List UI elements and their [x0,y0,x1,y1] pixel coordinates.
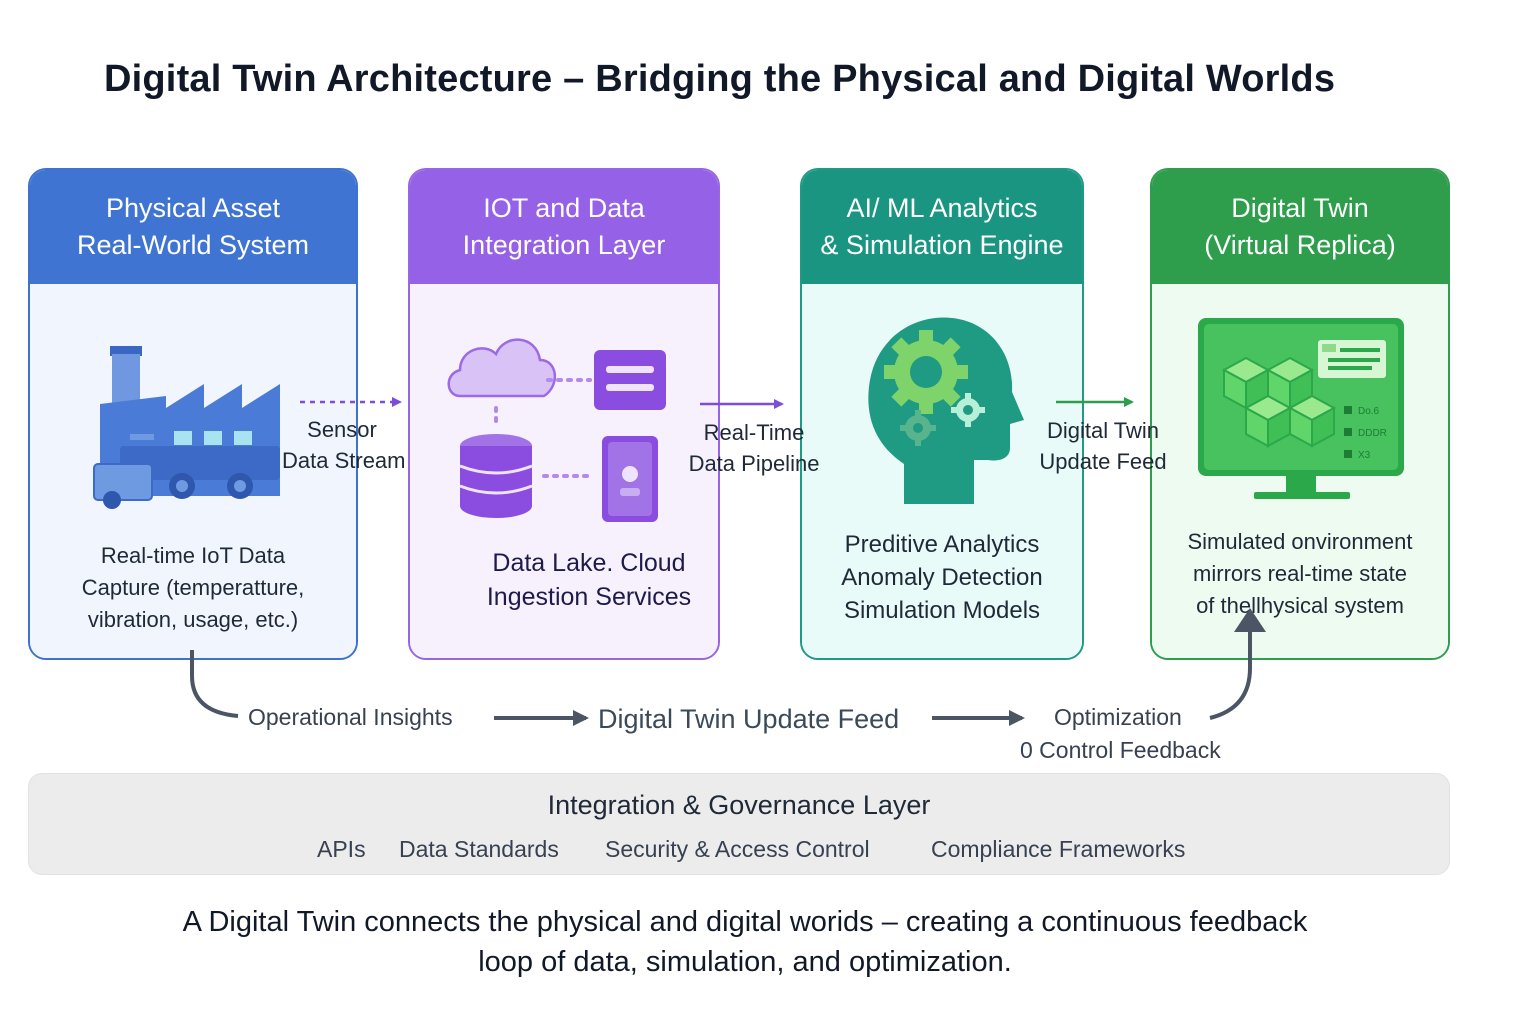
panel-heading-line2: Integration Layer [462,230,666,260]
monitor-cubes-icon: Do.6 DDDR X3 [1198,318,1404,499]
panel-ai-header: AI/ ML Analytics & Simulation Engine [802,170,1082,284]
panel-iot-header: IOT and Data Integration Layer [410,170,718,284]
head-gears-icon [868,317,1024,504]
desc-line: Anomaly Detection [841,564,1043,591]
desc-line: mirrors real-time state [1193,561,1407,586]
desc-line: of thellhysical system [1196,593,1404,618]
caption: A Digital Twin connects the physical and… [0,902,1490,982]
panel-physical-asset: Physical Asset Real-World System Real-ti… [28,168,358,660]
governance-item-apis: APIs [317,836,366,862]
desc-line: Simulation Models [843,597,1041,624]
feedback-arrowhead-up [1234,608,1266,632]
governance-title: Integration & Governance Layer [547,790,931,820]
caption-line: loop of data, simulation, and optimizati… [478,946,1012,978]
cloud-database-icon [447,338,666,522]
monitor-label: Do.6 [1358,406,1380,417]
control-feedback-label: 0 Control Feedback [1020,737,1221,763]
desc-line: Real-time IoT Data [100,543,286,568]
monitor-label: X3 [1358,450,1371,461]
operational-insights-label: Operational Insights [248,704,453,730]
desc-line: Simulated onvironment [1187,529,1413,554]
panel-description: Data Lake. Cloud Ingestion Services [460,546,718,614]
connector-line: Data Pipeline [688,451,820,476]
connector-label-sensor: Sensor Data Stream [282,414,406,476]
desc-line: Ingestion Services [486,583,692,611]
page-title: Digital Twin Architecture – Bridging the… [104,58,1336,100]
panel-description: Simulated onvironment mirrors real-time … [1152,526,1448,622]
panel-heading-line1: Physical Asset [105,193,281,223]
connector-label-update-feed: Digital Twin Update Feed [1028,415,1178,477]
governance-item-compliance: Compliance Frameworks [931,836,1186,862]
panel-description: Real-time IoT Data Capture (temperatture… [30,540,356,636]
panel-twin-header: Digital Twin (Virtual Replica) [1152,170,1448,284]
optimization-label: Optimization [1054,704,1182,730]
panel-heading-line1: AI/ ML Analytics [846,193,1038,223]
factory-icon [93,346,280,509]
desc-line: Data Lake. Cloud [492,549,686,577]
feedback-curve-right [1209,612,1252,720]
panel-heading-line2: & Simulation Engine [820,230,1064,260]
desc-line: Capture (temperatture, [81,575,305,600]
update-feed-label: Digital Twin Update Feed [598,704,900,734]
caption-line: A Digital Twin connects the physical and… [182,906,1308,938]
panel-description: Preditive Analytics Anomaly Detection Si… [812,528,1072,627]
panel-heading-line1: Digital Twin [1231,193,1369,223]
connector-line: Real-Time [703,420,805,445]
panel-physical-asset-header: Physical Asset Real-World System [30,170,356,284]
connector-line: Sensor [307,417,377,442]
feedback-curve-left [190,650,239,718]
governance-item-data-standards: Data Standards [399,836,559,862]
desc-line: Preditive Analytics [844,531,1040,558]
governance-layer: Integration & Governance Layer APIs Data… [28,773,1450,875]
panel-digital-twin: Digital Twin (Virtual Replica) [1150,168,1450,660]
connector-line: Digital Twin [1046,418,1160,443]
connector-line: Update Feed [1039,449,1167,474]
panel-heading-line1: IOT and Data [483,193,645,223]
governance-item-security: Security & Access Control [605,836,870,862]
panel-heading-line2: Real-World System [76,230,310,260]
connector-label-pipeline: Real-Time Data Pipeline [680,417,828,479]
panel-heading-line2: (Virtual Replica) [1204,230,1396,260]
connector-line: Data Stream [282,448,406,473]
panel-ai-ml-analytics: AI/ ML Analytics & Simulation Engine [800,168,1084,660]
monitor-label: DDDR [1358,428,1387,439]
desc-line: vibration, usage, etc.) [87,607,299,632]
panel-iot-integration: IOT and Data Integration Layer [408,168,720,660]
